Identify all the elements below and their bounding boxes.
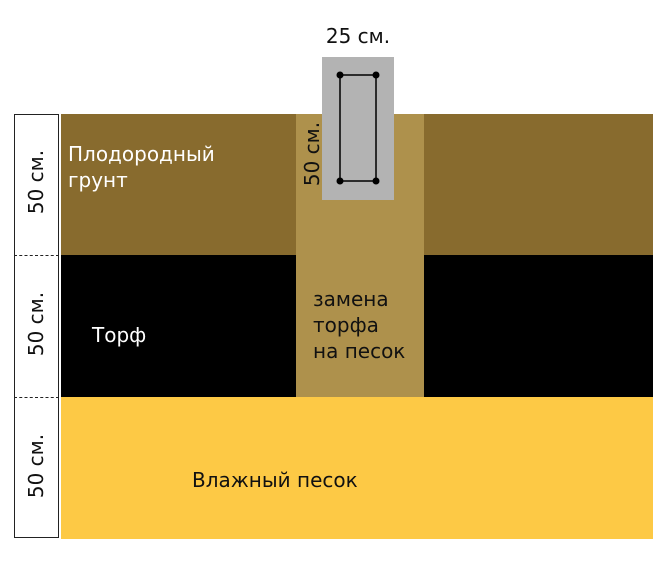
peat-label: Торф xyxy=(92,323,147,347)
rebar-node-top-right xyxy=(372,71,380,79)
layer-3-thickness-label: 50 см. xyxy=(24,433,48,499)
concrete-footing xyxy=(322,57,394,200)
rebar-node-bottom-left xyxy=(336,177,344,185)
layer-2-thickness-label: 50 см. xyxy=(24,291,48,357)
footing-width-label: 25 см. xyxy=(325,24,391,48)
wet-sand-layer xyxy=(61,397,653,539)
wet-sand-label: Влажный песок xyxy=(192,468,358,492)
scale-divider-2 xyxy=(14,397,59,398)
scale-divider-1 xyxy=(14,255,59,256)
rebar-node-bottom-right xyxy=(372,177,380,185)
rebar-frame xyxy=(339,74,377,182)
layer-1-thickness-label: 50 см. xyxy=(24,149,48,215)
footing-depth-label: 50 см. xyxy=(300,121,324,187)
depth-scale-bar xyxy=(14,114,59,538)
rebar-node-top-left xyxy=(336,71,344,79)
trench-label: замена торфа на песок xyxy=(313,287,406,363)
fertile-soil-label: Плодородный грунт xyxy=(68,142,215,192)
rebar-cage xyxy=(336,71,380,185)
